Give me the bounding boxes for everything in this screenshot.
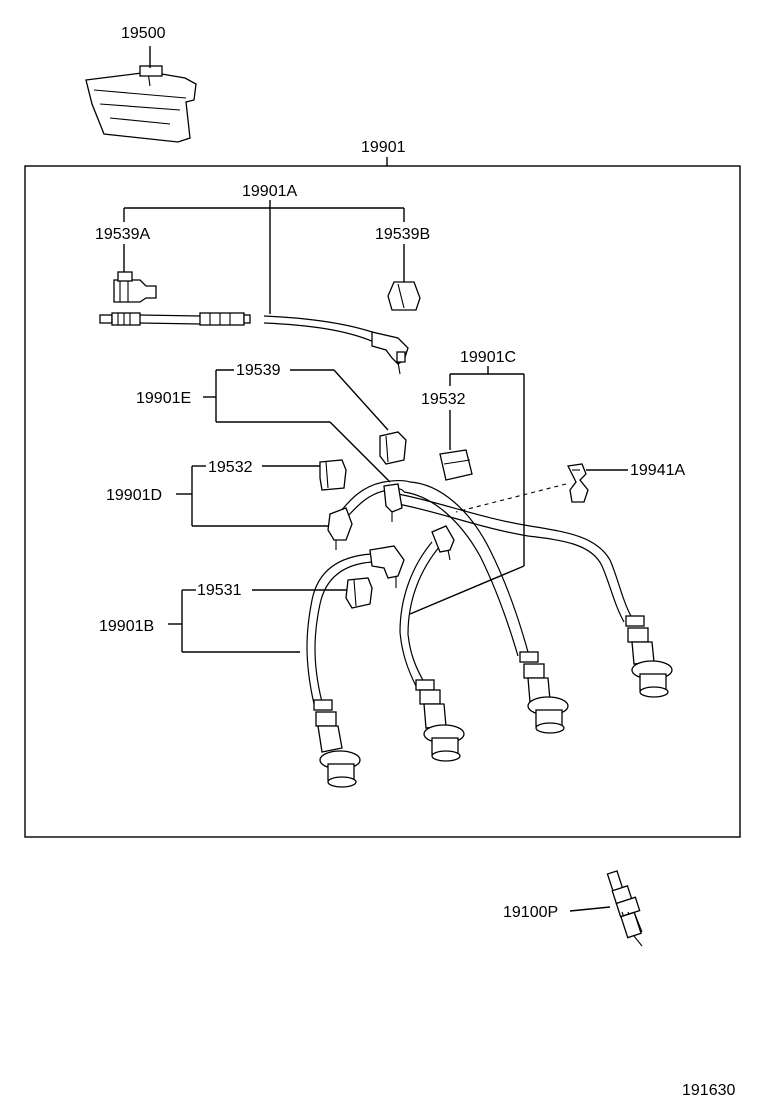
cord-19901A-right (263, 315, 409, 375)
label-19901B: 19901B (99, 618, 154, 635)
spark-plug (606, 870, 643, 947)
cord-cap-19532-upper (439, 449, 473, 481)
cord-holder-19539A (113, 271, 157, 303)
coil-side-connectors (327, 483, 455, 588)
cord-holder-19531 (345, 577, 373, 609)
ignition-coil (85, 65, 197, 143)
plug-boot-1 (313, 699, 361, 788)
label-19532-upper: 19532 (421, 391, 466, 408)
label-19539A: 19539A (95, 226, 150, 243)
cord-19901A-left (99, 312, 251, 326)
cord-cap-19532-lower (319, 459, 347, 491)
label-19100P: 19100P (503, 904, 558, 921)
label-19500: 19500 (121, 25, 166, 42)
plug-boot-3 (519, 651, 569, 734)
cord-set-frame (24, 165, 741, 838)
label-19531: 19531 (197, 582, 242, 599)
label-19539B: 19539B (375, 226, 430, 243)
label-19532-lower: 19532 (208, 459, 253, 476)
cord-holder-19539B (387, 281, 421, 311)
plug-boot-4 (625, 615, 673, 698)
cord-clamp-19941A (567, 463, 589, 503)
label-19901C: 19901C (460, 349, 516, 366)
label-19901E: 19901E (136, 390, 191, 407)
label-19901: 19901 (361, 139, 406, 156)
label-19941A: 19941A (630, 462, 685, 479)
label-19901A: 19901A (242, 183, 297, 200)
label-19539: 19539 (236, 362, 281, 379)
cord-holder-19539 (379, 431, 407, 465)
plug-boot-2 (415, 679, 465, 762)
label-19901D: 19901D (106, 487, 162, 504)
figure-number: 191630 (682, 1082, 735, 1099)
